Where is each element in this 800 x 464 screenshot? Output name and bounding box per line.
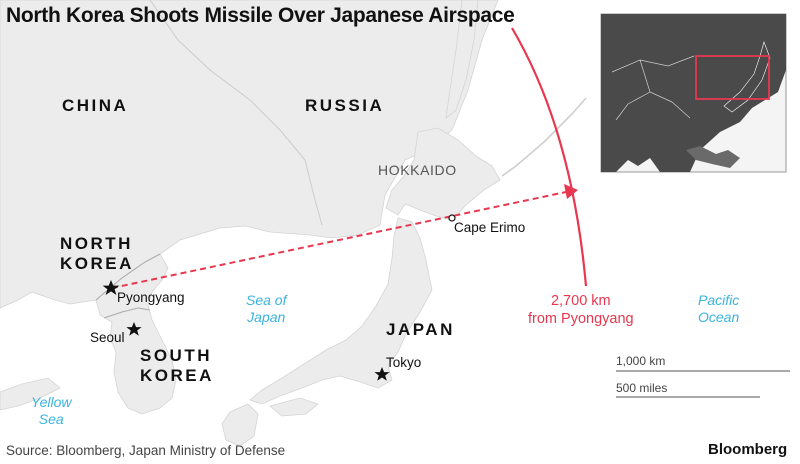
label-china: CHINA — [62, 96, 129, 115]
honshu-island — [249, 217, 433, 405]
kyushu-island — [221, 403, 259, 447]
label-missile-distance-line1: 2,700 km — [550, 293, 611, 309]
bloomberg-logo: Bloomberg — [708, 441, 788, 458]
label-north-korea-line1: NORTH — [60, 234, 133, 253]
inset-japan-islands — [723, 41, 771, 113]
shikoku-island — [269, 397, 319, 417]
label-missile-distance: 2,700 km from Pyongyang — [528, 292, 634, 328]
label-north-korea: NORTH KOREA — [60, 234, 134, 274]
label-hokkaido: HOKKAIDO — [378, 162, 457, 178]
korea-dmz-border — [103, 307, 151, 319]
label-pacific-ocean-line1: Pacific — [698, 292, 740, 308]
label-south-korea-line1: SOUTH — [140, 346, 212, 365]
inset-asia-landmass — [601, 14, 786, 172]
label-north-korea-line2: KOREA — [60, 254, 134, 273]
china-korea-border — [95, 253, 161, 301]
label-russia: RUSSIA — [305, 96, 385, 115]
label-missile-distance-line2: from Pyongyang — [528, 311, 634, 327]
sakhalin-island — [445, 0, 479, 119]
label-yellow-sea-line2: Sea — [38, 411, 64, 427]
inset-indonesia-islands — [686, 146, 740, 168]
seoul-star-marker — [126, 322, 142, 336]
label-yellow-sea: Yellow Sea — [31, 394, 71, 428]
map-title: North Korea Shoots Missile Over Japanese… — [6, 4, 515, 27]
label-japan: JAPAN — [386, 320, 455, 339]
tokyo-star-marker — [374, 367, 390, 381]
pyongyang-star-marker — [102, 280, 120, 295]
label-sea-of-japan-line1: Sea of — [246, 292, 287, 308]
china-russia-border — [149, 0, 323, 226]
label-seoul: Seoul — [90, 330, 125, 345]
kuril-islands — [501, 97, 587, 177]
label-scale-miles: 500 miles — [616, 381, 668, 395]
label-cape-erimo: Cape Erimo — [454, 220, 526, 235]
missile-range-arc — [511, 27, 588, 287]
missile-trajectory — [111, 191, 567, 289]
inset-borders — [611, 55, 695, 121]
label-south-korea-line2: KOREA — [140, 366, 214, 385]
label-south-korea: SOUTH KOREA — [140, 346, 214, 386]
label-pacific-ocean-line2: Ocean — [698, 309, 740, 325]
label-sea-of-japan-line2: Japan — [247, 309, 286, 325]
label-pyongyang: Pyongyang — [117, 290, 185, 305]
inset-highlight-box — [695, 55, 770, 100]
label-pacific-ocean: Pacific Ocean — [698, 292, 739, 326]
label-sea-of-japan: Sea of Japan — [246, 292, 286, 326]
label-scale-km: 1,000 km — [616, 354, 666, 368]
source-note: Source: Bloomberg, Japan Ministry of Def… — [6, 443, 286, 458]
cape-erimo-marker — [448, 214, 456, 222]
shandong-peninsula — [0, 377, 61, 411]
label-yellow-sea-line1: Yellow — [31, 394, 72, 410]
hokkaido-island — [385, 127, 501, 221]
missile-arrowhead — [564, 184, 578, 199]
inset-locator-map — [600, 13, 787, 173]
label-tokyo: Tokyo — [386, 355, 422, 370]
